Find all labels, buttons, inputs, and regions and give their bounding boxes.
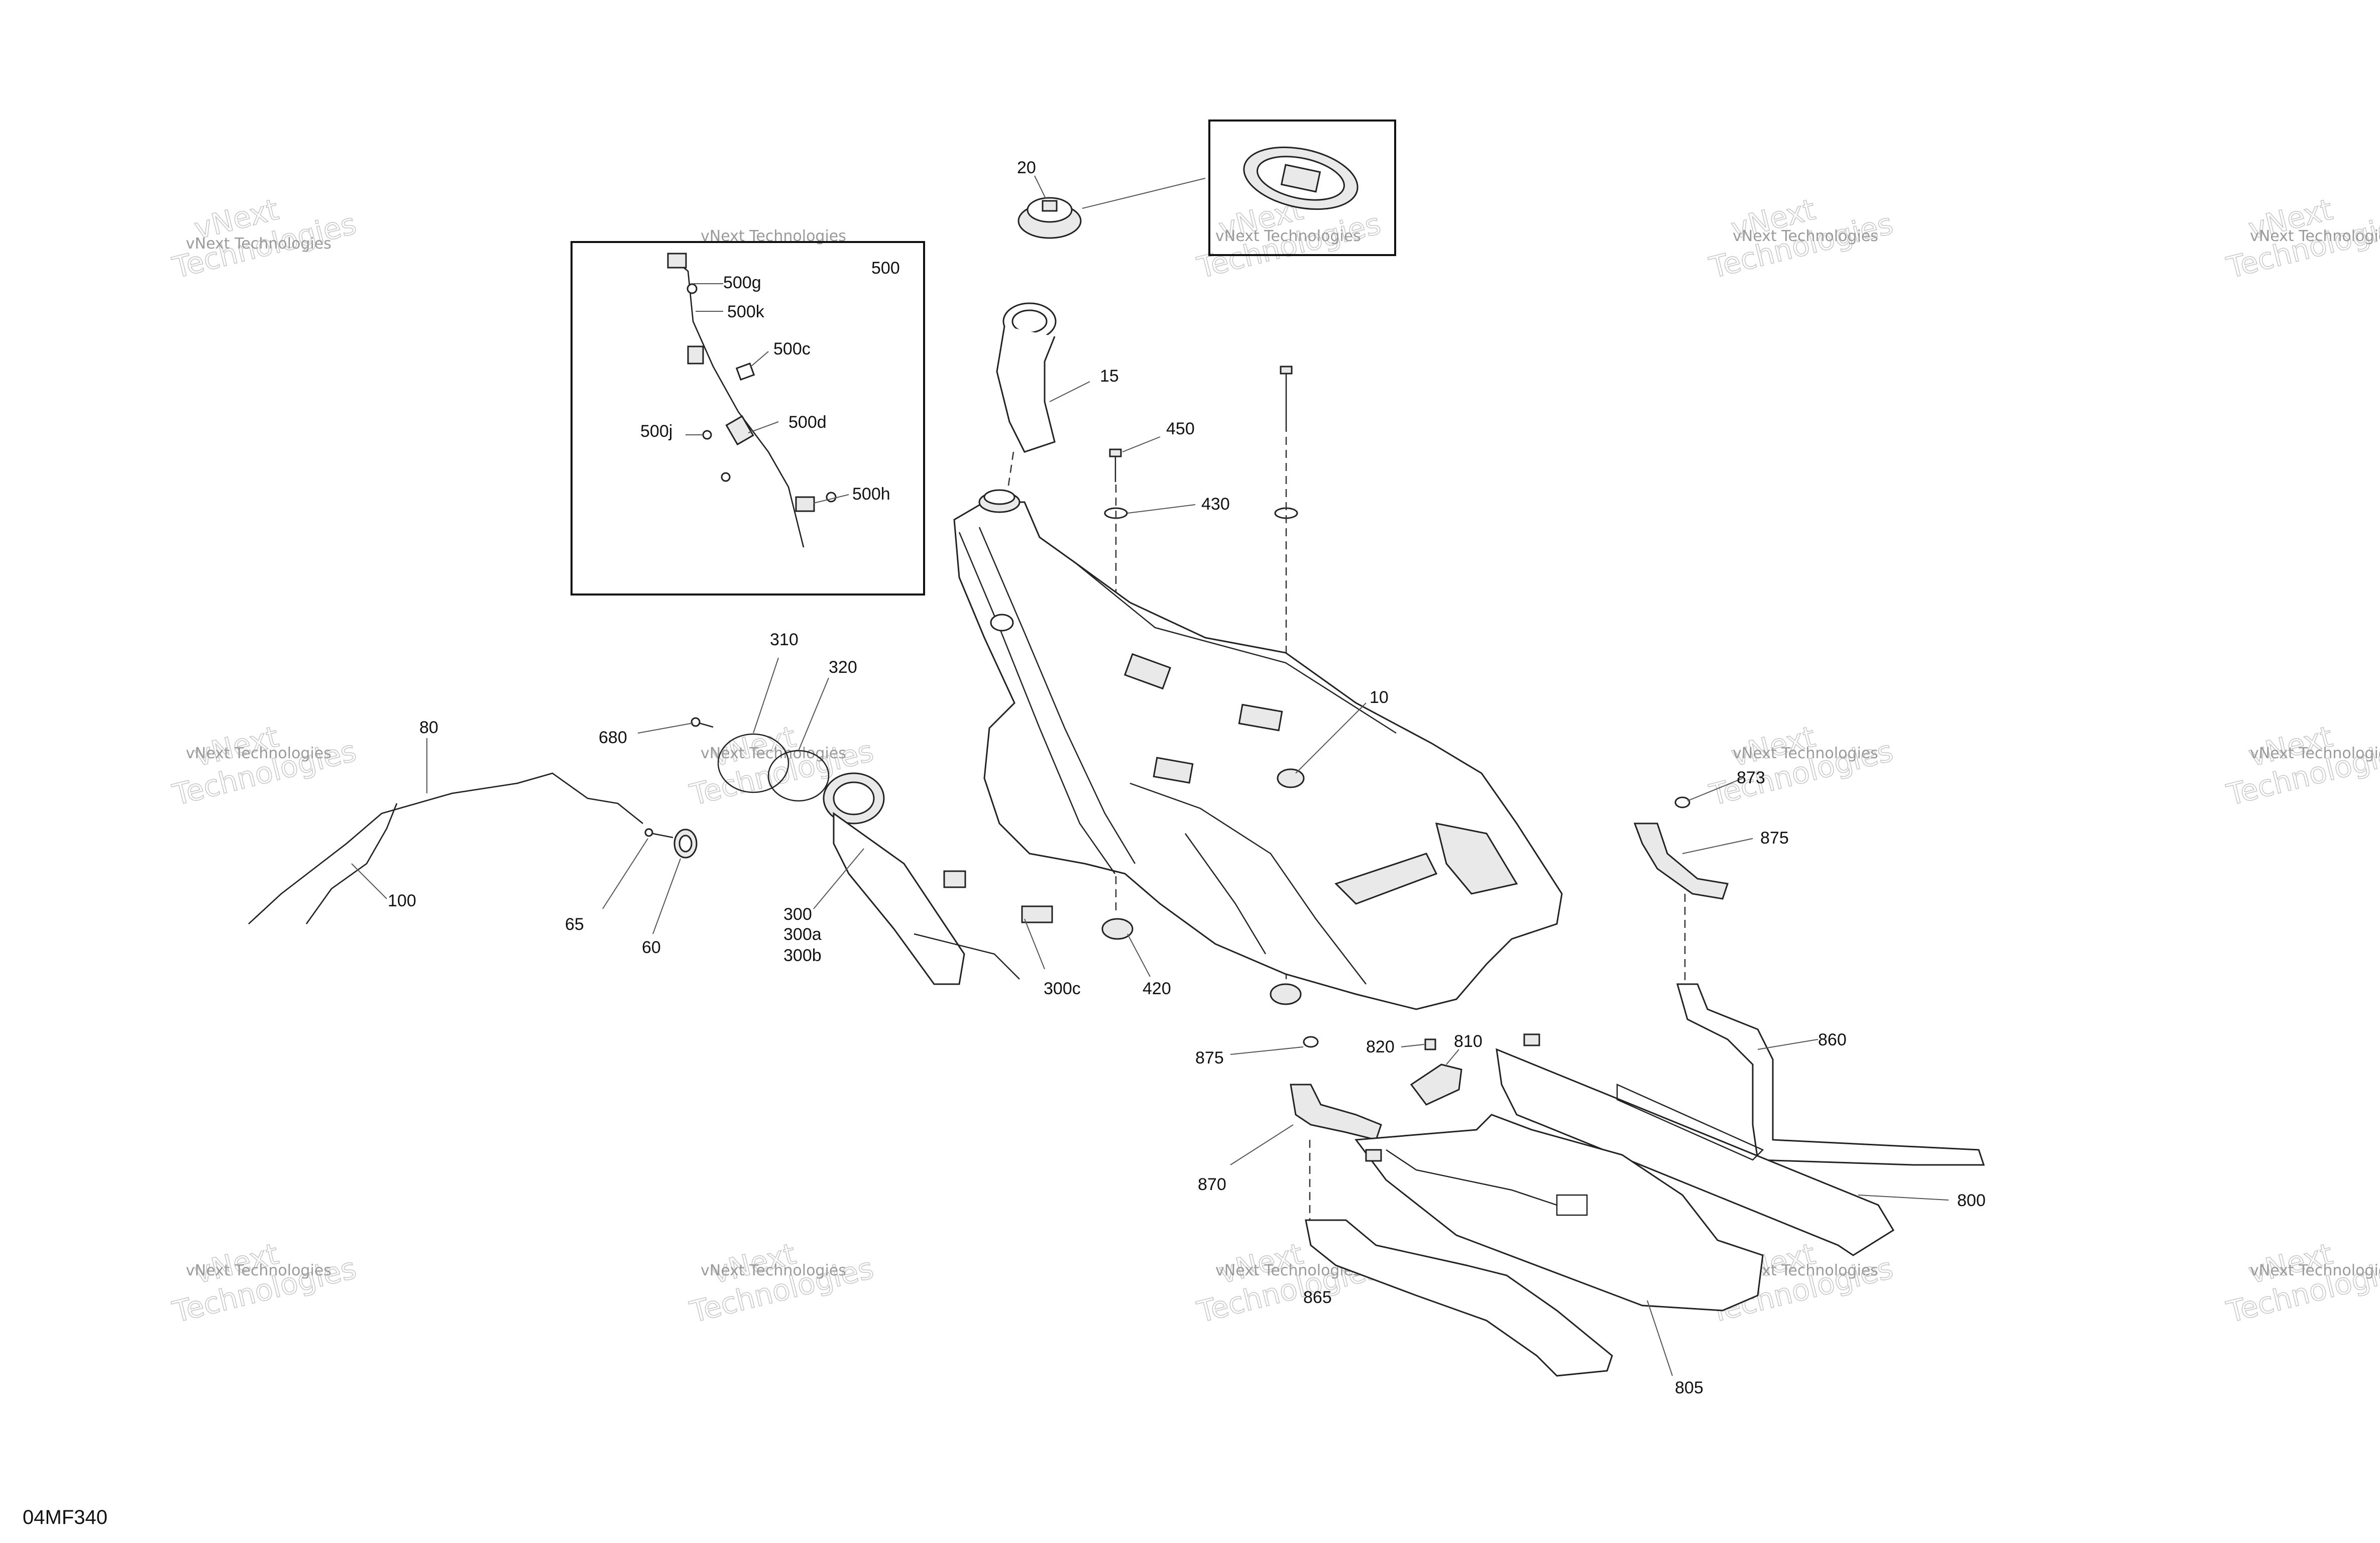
fuel-cap [1017, 197, 1082, 239]
watermark-text: vNext Technologies [2250, 1262, 2380, 1279]
callout-810: 810 [1454, 1032, 1483, 1051]
callout-20: 20 [1017, 158, 1036, 177]
fuel-pump [823, 772, 1053, 985]
watermark-text: vNext Technologies [1215, 227, 1361, 245]
callout-500: 500 [871, 259, 900, 278]
callout-300a: 300a [783, 925, 822, 944]
callout-310: 310 [770, 630, 799, 649]
callout-430: 430 [1201, 495, 1230, 514]
bracket-870 [1290, 1036, 1382, 1141]
callout-labels: 20 15 450 430 10 420 310 320 680 80 100 … [388, 158, 1986, 1397]
rail-860 [1676, 983, 1985, 1166]
watermark-text: vNext Technologies [186, 235, 331, 253]
callout-875-right: 875 [1760, 828, 1789, 848]
pad-805 [1354, 1114, 1764, 1312]
callout-450: 450 [1166, 419, 1195, 438]
watermark-text: vNext Technologies [186, 745, 331, 762]
filler-neck [996, 302, 1057, 453]
watermark-text: vNext Technologies [1733, 227, 1878, 245]
callout-500c: 500c [773, 339, 811, 359]
callout-680: 680 [599, 728, 627, 747]
callout-420: 420 [1143, 979, 1171, 998]
callout-10: 10 [1370, 688, 1389, 707]
diagram-code: 04MF340 [23, 1506, 107, 1528]
watermark-text: vNext Technologies [2250, 745, 2380, 762]
pad-800 [1496, 1033, 1895, 1256]
hoses [248, 772, 643, 924]
callout-500d: 500d [788, 413, 827, 432]
hose-assembly-inset [571, 241, 925, 596]
watermark-text: vNext Technologies [701, 745, 846, 762]
watermark: vNext Technologies [169, 192, 360, 285]
callout-500g: 500g [723, 273, 761, 292]
callout-80: 80 [419, 718, 438, 737]
watermark-text: vNext Technologies [1733, 745, 1878, 762]
callout-805: 805 [1675, 1378, 1704, 1397]
rail-865 [1305, 1219, 1613, 1377]
callout-100: 100 [388, 891, 416, 910]
callout-865: 865 [1303, 1288, 1332, 1307]
callout-500k: 500k [727, 302, 765, 321]
bracket-875-right [1633, 796, 1729, 900]
screw-680 [691, 717, 714, 728]
callout-500j: 500j [640, 422, 672, 441]
callout-300b: 300b [783, 946, 822, 965]
watermark-text: vNext Technologies [701, 1262, 846, 1279]
watermark-text: vNext Technologies [186, 1262, 331, 1279]
fuel-cap-detail-inset [1208, 120, 1396, 256]
callout-820: 820 [1366, 1037, 1395, 1056]
callout-60: 60 [642, 938, 661, 957]
callout-15: 15 [1100, 367, 1119, 386]
callout-860: 860 [1818, 1030, 1847, 1049]
callout-65: 65 [565, 915, 584, 934]
callout-300c: 300c [1044, 979, 1081, 998]
callout-800: 800 [1957, 1191, 1986, 1210]
callout-875-left: 875 [1195, 1048, 1224, 1067]
callout-300: 300 [783, 905, 812, 924]
fuel-tank [953, 489, 1563, 1010]
check-valve [644, 828, 698, 859]
watermark-text: vNext Technologies [2250, 227, 2380, 245]
callout-320: 320 [829, 658, 857, 677]
callout-500h: 500h [852, 485, 890, 504]
callout-873: 873 [1737, 768, 1765, 787]
clip-810 [1410, 1038, 1462, 1106]
callout-870: 870 [1198, 1175, 1226, 1194]
